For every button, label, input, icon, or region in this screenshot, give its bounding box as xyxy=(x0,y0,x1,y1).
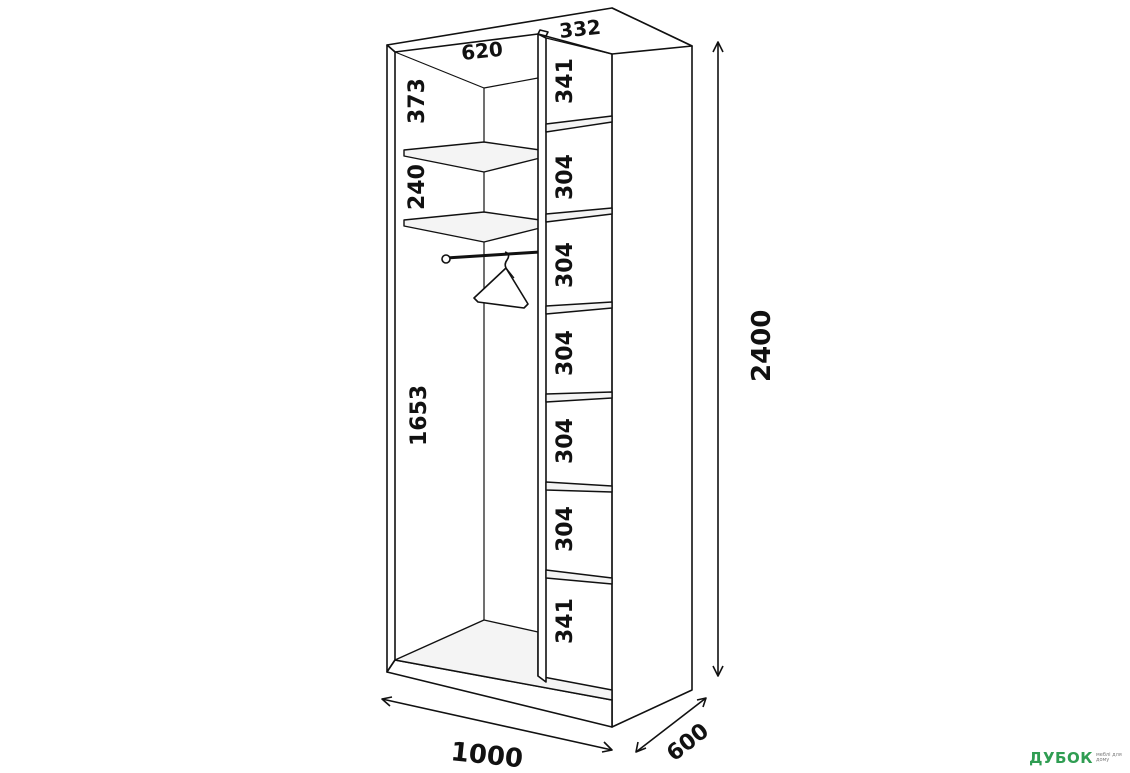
dim-right-cell-6: 304 xyxy=(553,506,578,552)
dim-top-left: 620 xyxy=(460,37,504,65)
right-shelf-2 xyxy=(545,207,613,223)
partition-back-edge xyxy=(545,37,613,55)
dim-right-cell-1: 341 xyxy=(553,58,578,104)
right-shelf-1 xyxy=(545,115,613,133)
height-dimension-line xyxy=(712,41,724,677)
dim-right-cell-3: 304 xyxy=(553,242,578,288)
left-shelf-2 xyxy=(403,211,541,243)
right-shelf-3 xyxy=(545,301,613,315)
right-shelf-4 xyxy=(545,391,613,403)
dim-left-hanging: 1653 xyxy=(407,385,432,446)
left-side-panel xyxy=(386,44,396,673)
dim-right-cell-5: 304 xyxy=(553,418,578,464)
right-side-panel xyxy=(611,7,693,728)
dim-top-right: 332 xyxy=(558,15,602,43)
dim-right-cell-7: 341 xyxy=(553,598,578,644)
dim-width: 1000 xyxy=(449,737,524,773)
back-top-line xyxy=(394,51,485,89)
dim-right-cell-4: 304 xyxy=(553,330,578,376)
dim-left-shelf-gap: 240 xyxy=(405,164,430,210)
back-top-line-2 xyxy=(483,77,539,89)
brand-logo: ДУБОК меблі для дому xyxy=(1029,749,1122,767)
rod-end xyxy=(441,254,451,264)
right-shelf-6 xyxy=(545,569,613,585)
hanging-rod xyxy=(445,250,541,260)
dim-left-top: 373 xyxy=(405,78,430,124)
right-shelf-5 xyxy=(545,481,613,493)
hanger-icon xyxy=(473,251,529,309)
brand-logo-tagline: меблі для дому xyxy=(1096,752,1122,763)
brand-logo-text: ДУБОК xyxy=(1029,749,1093,767)
depth-dimension-line xyxy=(635,697,707,753)
middle-partition-front xyxy=(537,33,547,683)
dim-total-height: 2400 xyxy=(747,310,777,382)
width-dimension-line xyxy=(381,696,613,753)
dim-right-cell-2: 304 xyxy=(553,154,578,200)
